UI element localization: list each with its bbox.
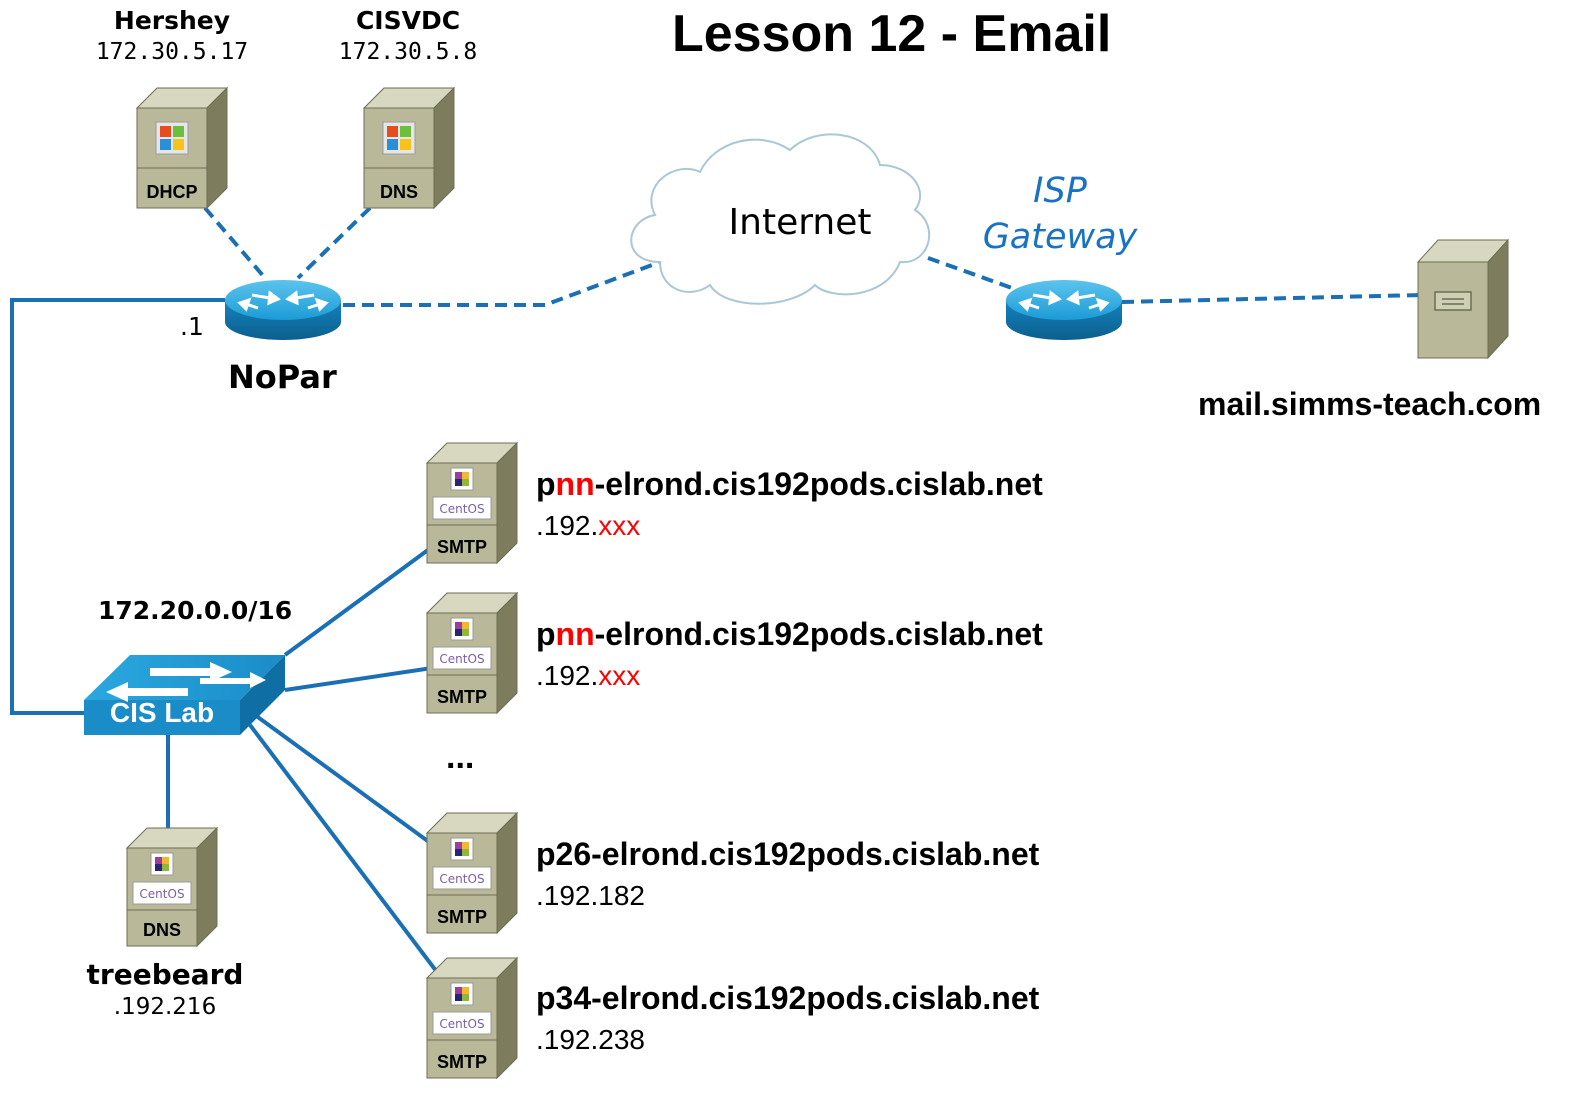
host-prefix: p26 (536, 836, 592, 872)
centos-logo-icon (450, 837, 474, 861)
smtp-host-ip: .192.xxx (536, 510, 640, 542)
connections (10, 298, 445, 982)
nopar-name: NoPar (228, 358, 337, 396)
cis-lab-switch-icon (84, 655, 285, 735)
cisvdc-ip: 172.30.5.8 (338, 39, 478, 65)
centos-logo-icon (450, 467, 474, 491)
smtp-host-name: pnn-elrond.cis192pods.cislab.net (536, 466, 1043, 503)
host-suffix: -elrond.cis192pods.cislab.net (594, 466, 1043, 502)
link-nopar-switch (10, 298, 225, 715)
ip-prefix: .192. (536, 510, 599, 541)
treebeard-name: treebeard (86, 958, 244, 991)
link-nopar-internet (343, 260, 661, 307)
nopar-interface: .1 (180, 312, 204, 341)
isp-label-line2: Gateway (982, 217, 1138, 257)
centos-logo-icon (450, 982, 474, 1006)
switch-label: CIS Lab (109, 697, 215, 728)
smtp-server-icon: CentOS SMTP (425, 956, 519, 1080)
windows-logo-icon (155, 121, 189, 155)
isp-gateway-label: ISP Gateway (960, 168, 1160, 260)
os-label: CentOS (439, 1017, 484, 1031)
smtp-server-icon: CentOS SMTP (425, 591, 519, 715)
link-hershey-nopar (203, 206, 267, 280)
role-label: SMTP (437, 537, 487, 557)
diagram-title: Lesson 12 - Email (672, 5, 1112, 63)
nopar-router-icon (225, 280, 341, 340)
role-label: DNS (380, 182, 418, 202)
smtp-host-ip: .192.182 (536, 880, 645, 912)
mail-server-icon (1416, 238, 1510, 360)
internet-label: Internet (728, 202, 872, 243)
smtp-host-ip: .192.238 (536, 1024, 645, 1056)
host-placeholder: nn (555, 616, 595, 652)
hershey-server-icon: DHCP (135, 86, 229, 210)
role-label: SMTP (437, 907, 487, 927)
smtp-host-ip: .192.xxx (536, 660, 640, 692)
os-label: CentOS (139, 887, 184, 901)
ip-placeholder: xxx (598, 510, 641, 541)
hershey-ip: 172.30.5.17 (95, 39, 249, 65)
more-hosts-ellipsis: ... (446, 738, 475, 776)
isp-router-icon (1006, 280, 1122, 340)
host-prefix: p (536, 616, 556, 652)
cisvdc-name: CISVDC (355, 6, 461, 35)
link-internet-isp (927, 256, 1013, 290)
os-label: CentOS (439, 502, 484, 516)
internet-cloud (630, 133, 931, 305)
role-label: SMTP (437, 687, 487, 707)
smtp-server-icon: CentOS SMTP (425, 441, 519, 565)
treebeard-ip: .192.216 (113, 994, 217, 1020)
smtp-host-name: p26-elrond.cis192pods.cislab.net (536, 836, 1039, 873)
centos-logo-icon (150, 852, 174, 876)
host-suffix: -elrond.cis192pods.cislab.net (591, 980, 1040, 1016)
host-suffix: -elrond.cis192pods.cislab.net (594, 616, 1043, 652)
host-suffix: -elrond.cis192pods.cislab.net (591, 836, 1040, 872)
mail-server-name: mail.simms-teach.com (1198, 386, 1542, 422)
smtp-host-name: pnn-elrond.cis192pods.cislab.net (536, 616, 1043, 653)
os-label: CentOS (439, 652, 484, 666)
role-label: DHCP (146, 182, 197, 202)
link-switch-smtp1 (283, 545, 434, 657)
link-switch-smtp2 (284, 666, 433, 692)
smtp-server-icon: CentOS SMTP (425, 811, 519, 935)
role-label: DNS (143, 920, 181, 940)
treebeard-server-icon: CentOS DNS (125, 826, 219, 948)
host-placeholder: nn (555, 466, 595, 502)
ip-prefix: .192.238 (536, 1024, 645, 1055)
link-isp-mail (1121, 293, 1423, 304)
link-cisvdc-nopar (296, 206, 372, 280)
switch-subnet: 172.20.0.0/16 (98, 596, 293, 625)
link-switch-smtp3 (253, 713, 442, 852)
dashed-connections (203, 206, 1423, 307)
isp-label-line1: ISP (1033, 171, 1087, 211)
host-prefix: p34 (536, 980, 592, 1016)
smtp-host-name: p34-elrond.cis192pods.cislab.net (536, 980, 1039, 1017)
cisvdc-server-icon: DNS (362, 86, 456, 210)
ip-prefix: .192.182 (536, 880, 645, 911)
host-prefix: p (536, 466, 556, 502)
link-switch-smtp4 (248, 723, 445, 982)
role-label: SMTP (437, 1052, 487, 1072)
windows-logo-icon (382, 121, 416, 155)
ip-placeholder: xxx (598, 660, 641, 691)
ip-prefix: .192. (536, 660, 599, 691)
os-label: CentOS (439, 872, 484, 886)
hershey-name: Hershey (113, 6, 231, 35)
centos-logo-icon (450, 617, 474, 641)
